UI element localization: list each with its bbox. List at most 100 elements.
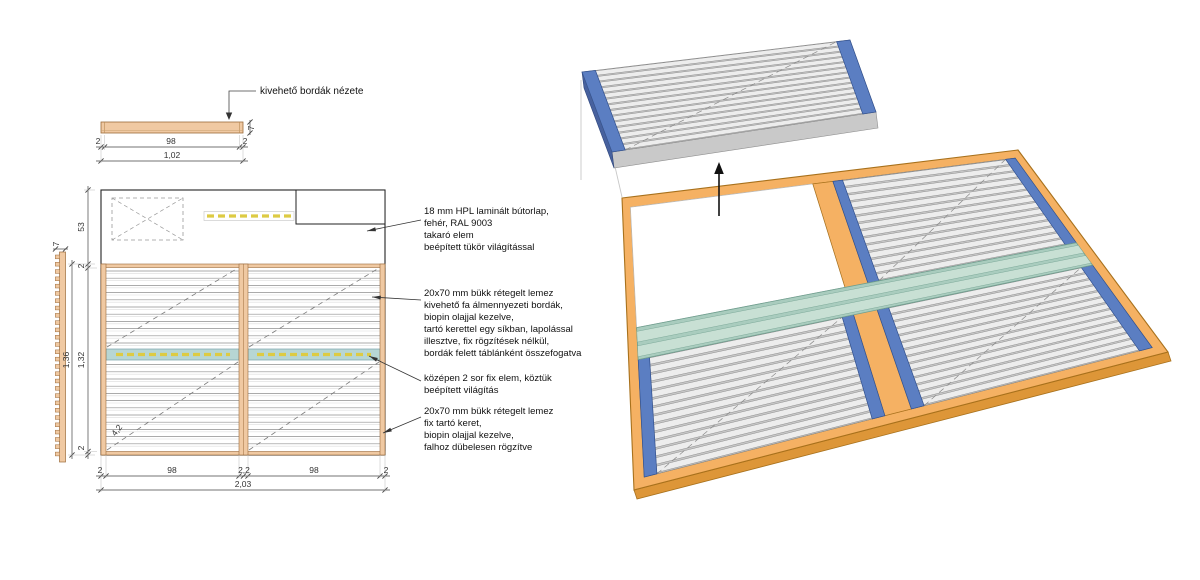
detail-view-title: kivehető bordák nézete — [260, 86, 364, 97]
note-leader-line — [366, 219, 422, 232]
dim-tick — [247, 119, 253, 125]
slat-section-view: 7 — [51, 241, 66, 463]
dim-tick — [247, 130, 253, 136]
notes: 18 mm HPL laminált bútorlap, fehér, RAL … — [424, 206, 582, 453]
note-leader-arrowhead — [372, 295, 381, 300]
cover-panel — [295, 189, 386, 225]
dim-tick — [240, 473, 247, 479]
dim-slat-depth: 7 — [51, 241, 61, 246]
note-fixed-rows-lighting: középen 2 sor fix elem, köztük beépített… — [424, 373, 554, 396]
panel-diagonal-brace — [656, 316, 843, 475]
panel-diagonal — [248, 267, 380, 348]
slat-cross-section — [55, 283, 60, 289]
slat-cross-section — [55, 371, 60, 376]
slat-cross-section — [55, 276, 60, 281]
label-leader-line — [228, 90, 256, 113]
slat-cross-section — [55, 320, 60, 325]
fixed-row-element — [637, 255, 1092, 357]
note-line: kivehető fa álmennyezeti bordák, — [424, 300, 563, 311]
slat-cross-section — [55, 342, 60, 347]
slat-cross-section — [55, 415, 60, 420]
note-line: beépített tükör világítással — [424, 242, 534, 253]
slat-cross-section — [55, 364, 60, 369]
dim-detail-cap-left: 2 — [96, 136, 101, 146]
front-elevation: 4,2 — [100, 189, 386, 456]
slat-cross-section — [55, 444, 60, 449]
note-line: beépített világítás — [424, 385, 499, 396]
note-leaders — [366, 219, 422, 434]
note-leader-line — [368, 355, 422, 382]
slat-cross-section — [55, 429, 60, 435]
frame-stile-left — [100, 263, 107, 456]
dim-detail-cap-right: 2 — [243, 136, 248, 146]
note-line: fix tartó keret, — [424, 418, 482, 429]
slat-cross-section — [55, 335, 60, 340]
slat-cross-section — [55, 378, 60, 384]
note-cover-element: 18 mm HPL laminált bútorlap, fehér, RAL … — [424, 206, 551, 253]
dim-bottom-seg1: 2 — [98, 465, 103, 475]
panel-diagonal — [248, 361, 380, 451]
note-line: falhoz dübelesen rögzítve — [424, 442, 532, 453]
dimension-lines — [52, 119, 390, 493]
note-leader-arrowhead — [383, 427, 392, 433]
note-line: 20x70 mm bükk rétegelt lemez — [424, 288, 554, 299]
slat-cross-section — [55, 298, 60, 303]
panel-diagonal-brace — [923, 267, 1082, 407]
note-leader-arrowhead — [369, 356, 378, 362]
note-line: takaró elem — [424, 230, 474, 241]
panel-end-rail — [836, 39, 877, 115]
slat-cross-section — [55, 305, 60, 311]
note-line: 18 mm HPL laminált bútorlap, — [424, 206, 549, 217]
note-removable-ribs: 20x70 mm bükk rétegelt lemez kivehető fa… — [424, 288, 582, 359]
slat-cross-section — [55, 422, 60, 427]
note-line: biopin olajjal kezelve, — [424, 312, 514, 323]
slat-cross-section — [55, 262, 60, 267]
note-line: 20x70 mm bükk rétegelt lemez — [424, 406, 554, 417]
note-line: bordák felett táblánként összefogatva — [424, 348, 582, 359]
dim-total-height: 1,36 — [61, 351, 71, 368]
removal-direction-arrow — [714, 162, 724, 216]
slat-cross-section — [55, 451, 60, 457]
note-line: tartó kerettel egy síkban, lapolással — [424, 324, 573, 335]
dim-inner-height: 1,32 — [76, 351, 86, 368]
slat-cross-section — [55, 393, 60, 398]
note-fixed-frame: 20x70 mm bükk rétegelt lemez fix tartó k… — [424, 406, 556, 453]
note-leader-arrowhead — [367, 227, 376, 232]
label-leader-arrowhead — [225, 112, 233, 120]
note-line: fehér, RAL 9003 — [424, 218, 492, 229]
slat-cross-section — [55, 349, 60, 354]
dim-detail-span: 98 — [166, 136, 176, 146]
dim-tick — [52, 246, 59, 252]
dimension-labels: 53 2 1,32 1,36 2 2 98 2,2 98 2 2,03 — [61, 222, 389, 489]
dim-bottom-seg3: 2,2 — [238, 465, 250, 475]
panel-diagonal — [106, 267, 239, 348]
slat-cross-section — [55, 313, 60, 318]
fixed-row-element — [636, 245, 1085, 343]
slat-cross-section — [55, 386, 60, 391]
lighting-housing — [203, 211, 295, 221]
slat-cross-section — [55, 327, 60, 333]
dim-bottom-seg4: 98 — [309, 465, 319, 475]
dim-detail-total: 1,02 — [164, 150, 181, 160]
slat-cross-section — [55, 437, 60, 442]
note-line: középen 2 sor fix elem, köztük — [424, 373, 552, 384]
dim-tick — [62, 246, 69, 252]
frame-stile-right — [379, 263, 386, 456]
dim-bottom-total: 2,03 — [235, 479, 252, 489]
panel-end-rail — [581, 70, 626, 153]
slat-cross-section — [55, 254, 60, 260]
dim-bottom-seg5: 2 — [384, 465, 389, 475]
slat-cross-section — [55, 291, 60, 296]
note-line: illesztve, fix rögzítések nélkül, — [424, 336, 549, 347]
dim-bar-thickness: 7 — [246, 125, 256, 130]
dim-bottom-seg2: 98 — [167, 465, 177, 475]
slat-cross-section — [55, 356, 60, 362]
mirror-dashed-box — [111, 197, 184, 241]
slat-cross-section — [55, 408, 60, 413]
dim-rail-top: 2 — [76, 263, 86, 268]
slat-section-teeth — [55, 254, 60, 457]
axonometric-view — [580, 39, 1172, 500]
removal-arrow-head — [714, 162, 724, 174]
